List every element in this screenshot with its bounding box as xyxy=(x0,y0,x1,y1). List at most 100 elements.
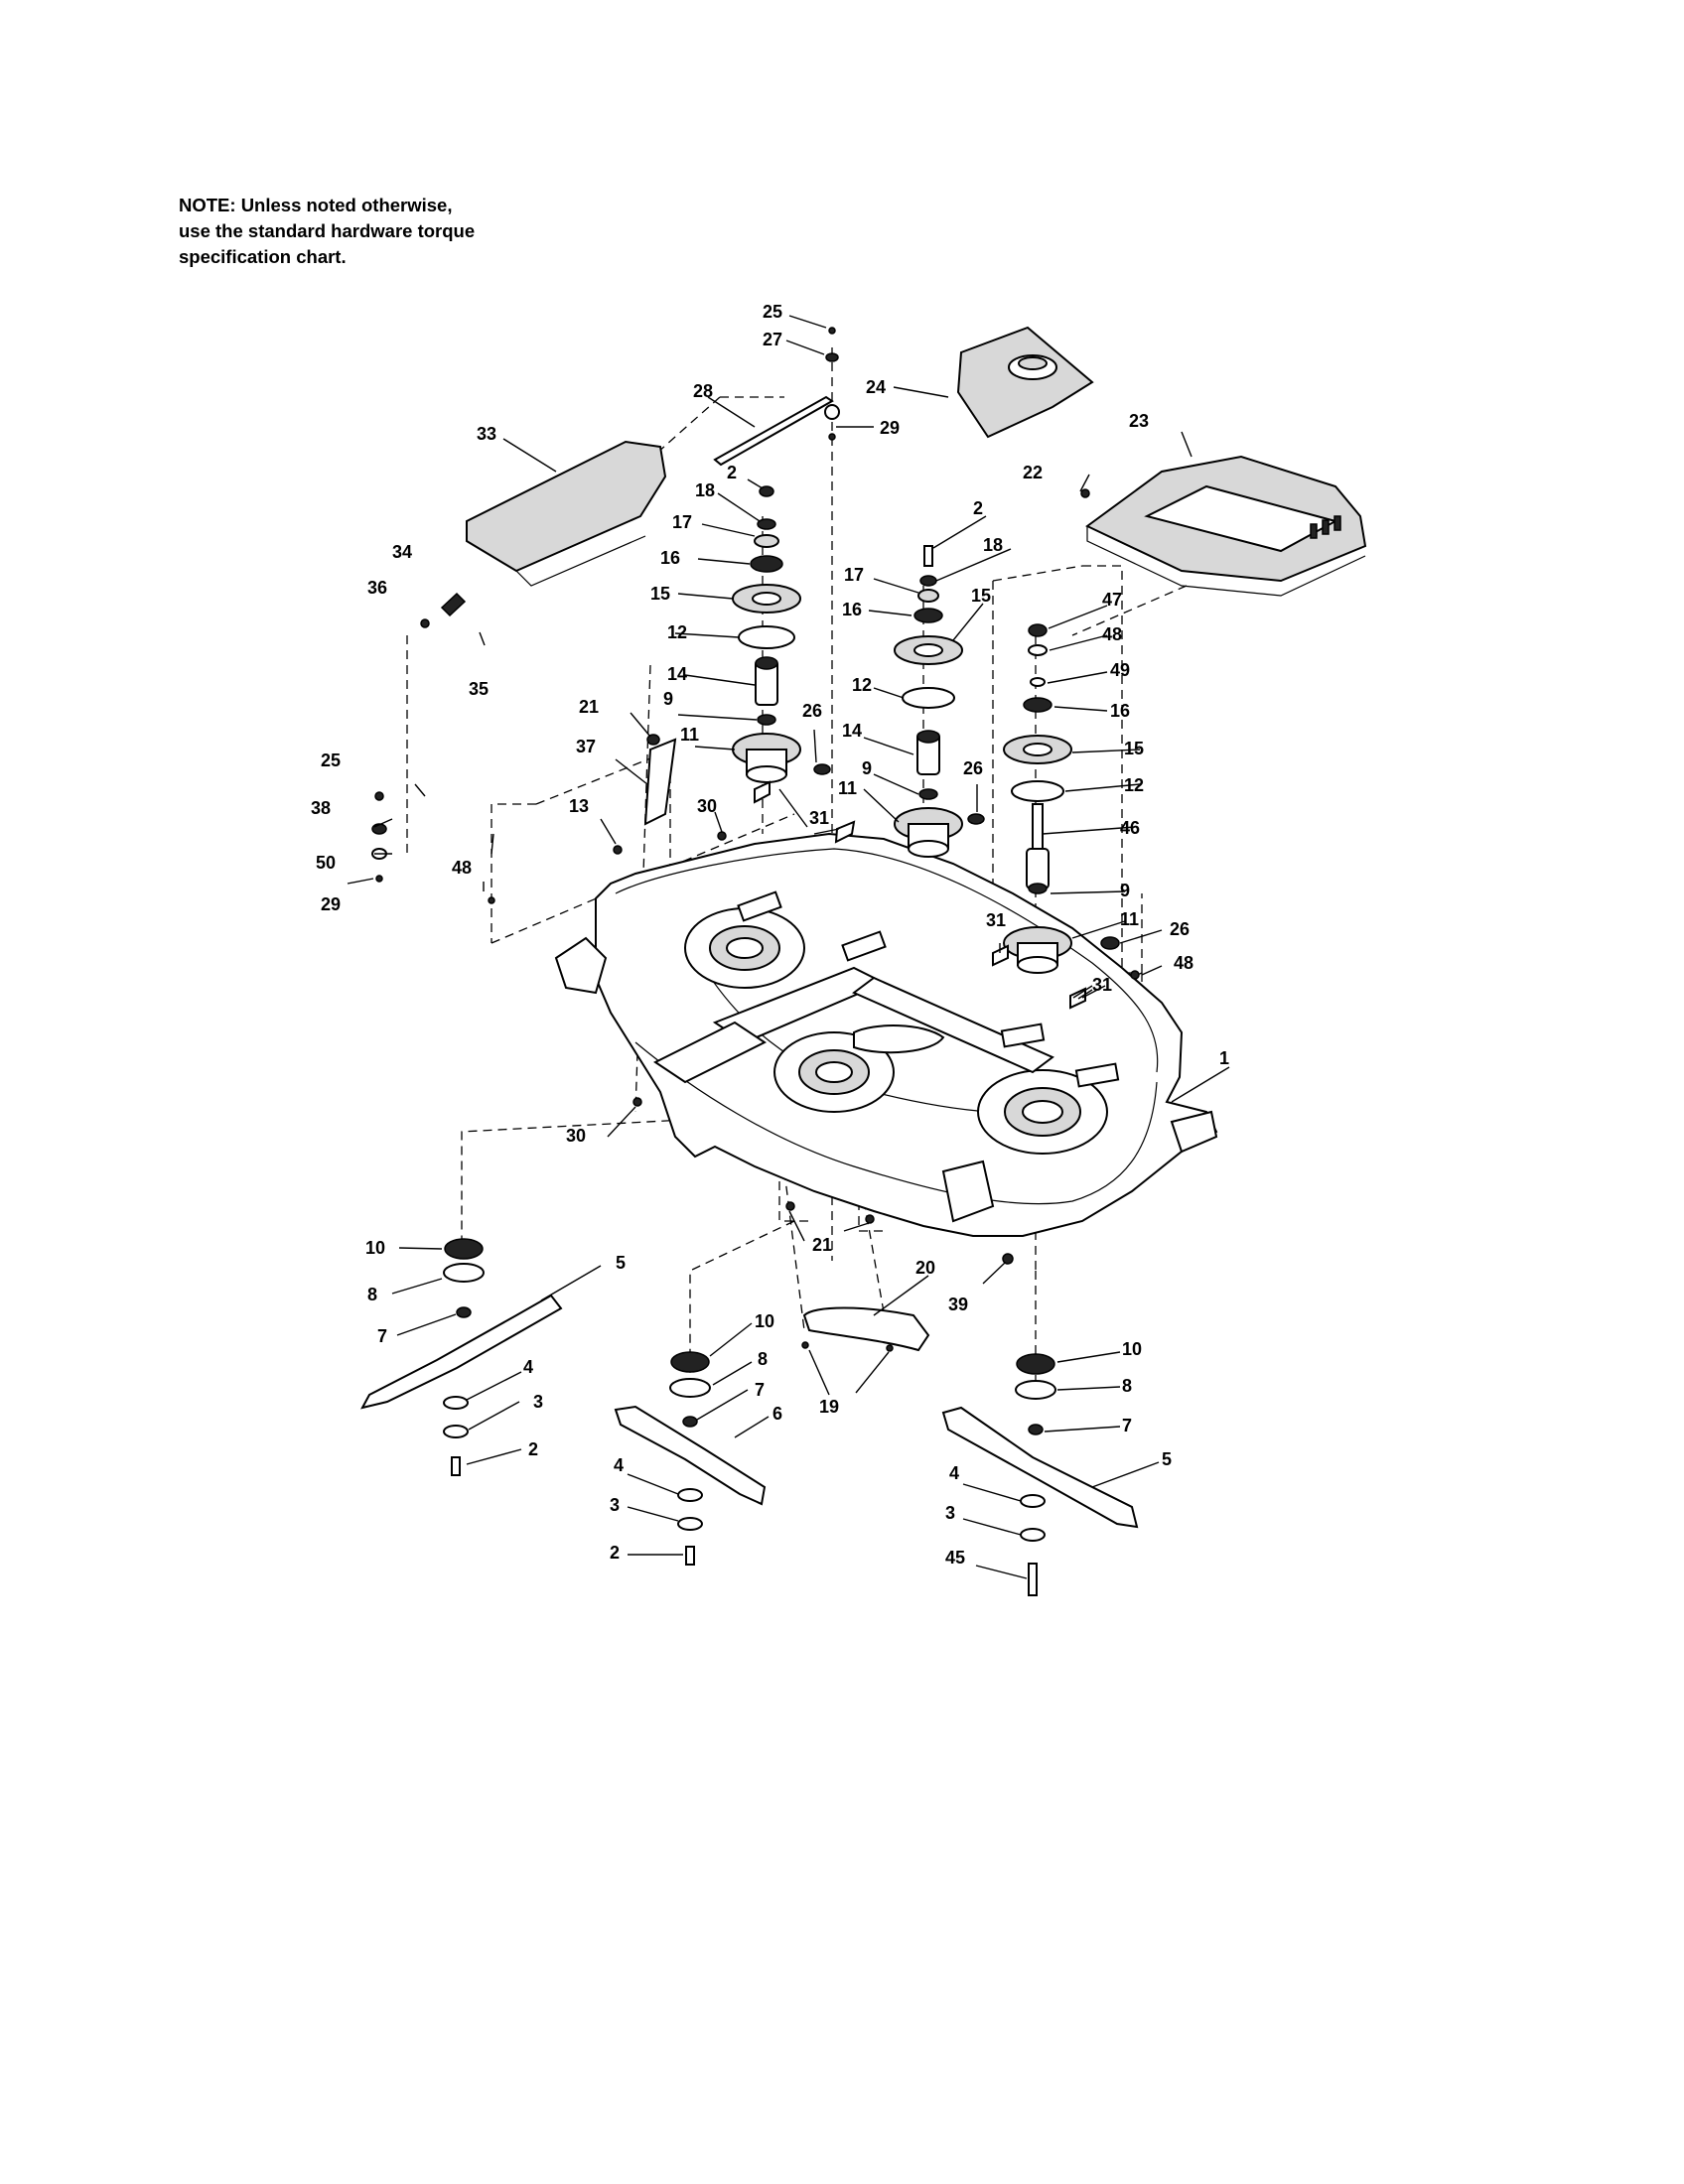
callout-3-center: 3 xyxy=(610,1495,620,1515)
spindle-right xyxy=(1003,623,1120,974)
callout-30-top: 30 xyxy=(697,796,717,816)
callout-2-blade-left: 2 xyxy=(528,1439,538,1459)
mower-deck xyxy=(554,832,1218,1237)
callout-22: 22 xyxy=(1023,463,1043,482)
callout-1: 1 xyxy=(1219,1048,1229,1068)
callout-18-center: 18 xyxy=(983,535,1003,555)
belt-cover-right xyxy=(1085,455,1367,597)
callout-10-right: 10 xyxy=(1122,1339,1142,1359)
callout-12-right: 12 xyxy=(1124,775,1144,795)
callout-12-center: 12 xyxy=(852,675,872,695)
callout-8-right: 8 xyxy=(1122,1376,1132,1396)
callout-5-right: 5 xyxy=(1162,1449,1172,1469)
baffle xyxy=(802,1306,930,1352)
spindle-center xyxy=(894,545,985,858)
callout-26-left: 26 xyxy=(802,701,822,721)
callout-49-right: 48 xyxy=(1174,953,1193,973)
blade-assembly-center xyxy=(614,1351,767,1566)
callout-26-center: 26 xyxy=(963,758,983,778)
callout-48: 45 xyxy=(945,1548,965,1568)
note-line-2: use the standard hardware torque xyxy=(179,220,476,241)
callout-5-left: 5 xyxy=(616,1253,626,1273)
spindle-shield xyxy=(956,326,1094,439)
small-hardware xyxy=(371,327,1140,1352)
callout-27: 27 xyxy=(763,330,782,349)
callout-11-center: 11 xyxy=(838,778,857,798)
callout-15-left: 15 xyxy=(650,584,670,604)
callout-17-center: 17 xyxy=(844,565,864,585)
callout-3-left: 3 xyxy=(533,1392,543,1412)
callout-37: 38 xyxy=(311,798,331,818)
callout-16-left: 16 xyxy=(660,548,680,568)
callout-45: 47 xyxy=(1102,590,1122,610)
callout-26-right: 26 xyxy=(1170,919,1190,939)
callout-4-center: 4 xyxy=(614,1455,624,1475)
callout-6: 6 xyxy=(772,1404,782,1424)
callout-34: 34 xyxy=(392,542,412,562)
spindle-left xyxy=(732,485,831,783)
callout-13: 13 xyxy=(569,796,589,816)
callout-8-left: 8 xyxy=(367,1285,377,1304)
belt-cover-left xyxy=(466,440,667,587)
callout-9-right: 9 xyxy=(1120,881,1130,900)
callout-15-center: 15 xyxy=(971,586,991,606)
callout-4-left: 4 xyxy=(523,1357,533,1377)
callout-labels: 25 27 24 28 29 23 33 22 2 18 17 16 15 12… xyxy=(311,302,1229,1568)
callout-15-right: 15 xyxy=(1124,739,1144,758)
callout-17-left: 17 xyxy=(672,512,692,532)
callout-24: 24 xyxy=(866,377,886,397)
callout-4-right: 4 xyxy=(949,1463,959,1483)
callout-31-right-b: 31 xyxy=(1092,975,1112,995)
callout-39: 39 xyxy=(948,1295,968,1314)
callout-2-blade-center: 2 xyxy=(610,1543,620,1563)
callout-2-left: 2 xyxy=(727,463,737,482)
callout-14-center: 14 xyxy=(842,721,862,741)
callout-23: 23 xyxy=(1129,411,1149,431)
callout-44: 46 xyxy=(1120,818,1140,838)
callout-19: 19 xyxy=(819,1397,839,1417)
callout-29-top: 29 xyxy=(880,418,900,438)
blade-assembly-right xyxy=(941,1353,1139,1596)
callout-36: 36 xyxy=(367,578,387,598)
callout-30-left: 30 xyxy=(566,1126,586,1146)
callout-10-left: 10 xyxy=(365,1238,385,1258)
callout-10-center: 10 xyxy=(755,1311,774,1331)
callout-16-center: 16 xyxy=(842,600,862,619)
callout-7-right: 7 xyxy=(1122,1416,1132,1435)
callout-35: 35 xyxy=(469,679,489,699)
callout-11-left: 11 xyxy=(680,725,699,745)
callout-25-left: 25 xyxy=(321,751,341,770)
callout-49-left: 48 xyxy=(452,858,472,878)
callout-50: 50 xyxy=(316,853,336,873)
callout-47: 49 xyxy=(1110,660,1130,680)
callout-12-left: 12 xyxy=(667,622,687,642)
callout-46: 48 xyxy=(1102,624,1122,644)
note-line-3: specification chart. xyxy=(179,246,347,267)
callout-9-left: 9 xyxy=(663,689,673,709)
callout-21-bottom: 21 xyxy=(812,1235,832,1255)
note-line-1: NOTE: Unless noted otherwise, xyxy=(179,195,453,215)
callout-9-center: 9 xyxy=(862,758,872,778)
callout-7-left: 7 xyxy=(377,1326,387,1346)
torque-note: NOTE: Unless noted otherwise, use the st… xyxy=(179,193,556,270)
callout-21-top: 21 xyxy=(579,697,599,717)
blade-assembly-left xyxy=(360,1238,563,1476)
callout-31-right-a: 31 xyxy=(986,910,1006,930)
callout-25-top: 25 xyxy=(763,302,782,322)
callout-20: 20 xyxy=(915,1258,935,1278)
callout-3-right: 3 xyxy=(945,1503,955,1523)
callout-16-right: 16 xyxy=(1110,701,1130,721)
callout-31-top: 31 xyxy=(809,808,829,828)
callout-8-center: 8 xyxy=(758,1349,768,1369)
callout-28: 28 xyxy=(693,381,713,401)
callout-29-left: 29 xyxy=(321,894,341,914)
callout-33: 33 xyxy=(477,424,496,444)
callout-14-left: 14 xyxy=(667,664,687,684)
callout-38: 37 xyxy=(576,737,596,756)
callout-2-center: 2 xyxy=(973,498,983,518)
callout-11-right: 11 xyxy=(1120,909,1139,929)
callout-7-center: 7 xyxy=(755,1380,765,1400)
callout-18-left: 18 xyxy=(695,480,715,500)
leader-lines xyxy=(347,315,1230,1579)
